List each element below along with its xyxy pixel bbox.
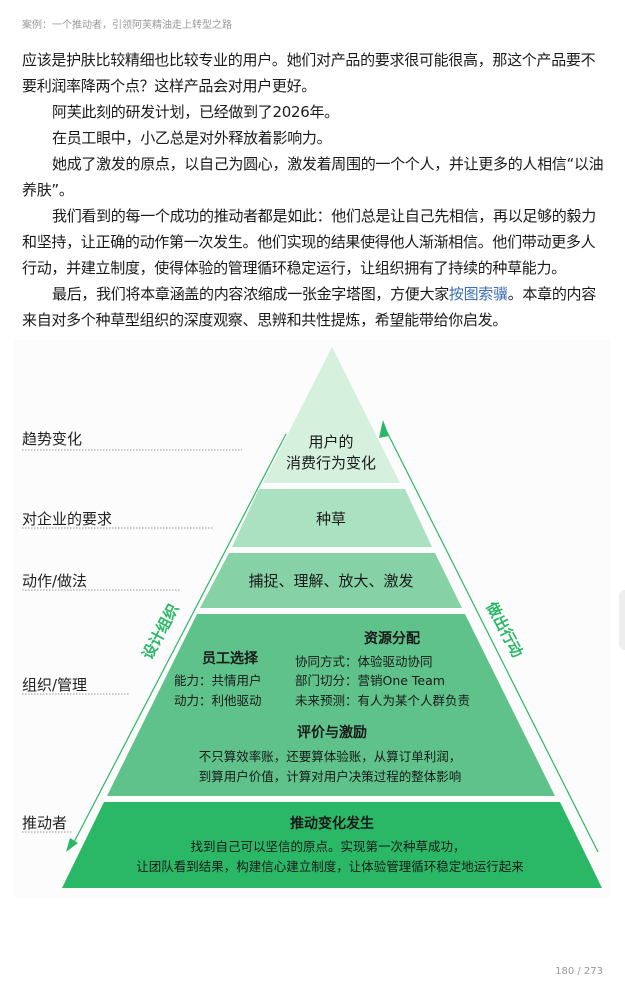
text: 最后，我们将本章涵盖的内容浓缩成一张金字塔图，方便大家: [52, 285, 449, 303]
resource-line: 未来预测：有人为某个人群负责: [295, 693, 470, 708]
employee-line: 动力：利他驱动: [174, 693, 262, 708]
right-arrow-line: [386, 431, 599, 853]
employee-line: 能力：共情用户: [174, 673, 262, 688]
label-action: 动作/做法: [22, 572, 87, 590]
layer1-line1: 用户的: [308, 433, 353, 451]
employee-title: 员工选择: [202, 650, 259, 667]
resource-line: 部门切分：营销One Team: [295, 673, 445, 688]
layer5-line: 找到自己可以坚信的原点。实现第一次种草成功，: [190, 839, 465, 854]
layer-2: [232, 489, 432, 547]
left-labels: 趋势变化 对企业的要求 动作/做法 组织/管理 推动者: [22, 430, 242, 833]
layer-5: [62, 802, 602, 888]
label-driver: 推动者: [22, 814, 67, 832]
eval-title: 评价与激励: [297, 724, 367, 741]
layer-1: [263, 347, 400, 483]
label-organization: 组织/管理: [22, 676, 87, 694]
eval-line: 不只算效率账，还要算体验账，从算订单利润，: [199, 749, 462, 764]
eval-line: 到算用户价值，计算对用户决策过程的整体影响: [199, 769, 462, 784]
text: 。本章的内容来自对多个种草型组织的深度观察、思辨和共性提炼，希望能带给你启发。: [22, 285, 596, 329]
left-arrow-head-icon: [66, 838, 78, 852]
layer5-line: 让团队看到结果，构建信心建立制度，让体验管理循环稳定地运行起来: [136, 859, 524, 874]
label-enterprise: 对企业的要求: [22, 510, 112, 528]
link[interactable]: 按图索骥: [448, 285, 508, 303]
layer-3: [200, 553, 462, 608]
layer1-line2: 消费行为变化: [286, 454, 376, 472]
paragraph: 最后，我们将本章涵盖的内容浓缩成一张金字塔图，方便大家按图索骥。本章的内容来自对…: [22, 281, 608, 333]
paragraph: 在员工眼中，小乙总是对外释放着影响力。: [52, 129, 332, 147]
label-trend: 趋势变化: [22, 430, 82, 448]
right-arrow-head-icon: [379, 420, 389, 438]
layer2-title: 种草: [316, 510, 346, 528]
paragraph: 应该是护肤比较精细也比较专业的用户。她们对产品的要求很可能很高，那这个产品要不要…: [22, 51, 596, 95]
resource-title: 资源分配: [364, 630, 420, 647]
body-text: 应该是护肤比较精细也比较专业的用户。她们对产品的要求很可能很高，那这个产品要不要…: [22, 47, 608, 333]
left-arrow-line: [71, 433, 287, 847]
page-number: 180 / 273: [555, 966, 603, 977]
paragraph: 我们看到的每一个成功的推动者都是如此：他们总是让自己先相信，再以足够的毅力和坚持…: [22, 207, 596, 277]
layer5-title: 推动变化发生: [290, 815, 374, 832]
paragraph: 阿芙此刻的研发计划，已经做到了2026年。: [52, 103, 339, 121]
layer-4: [107, 614, 555, 796]
layer3-title: 捕捉、理解、放大、激发: [248, 572, 413, 590]
resource-line: 协同方式：体验驱动协同: [295, 654, 433, 669]
side-scroll-handle[interactable]: [619, 590, 625, 650]
paragraph: 她成了激发的原点，以自己为圆心，激发着周围的一个个人，并让更多的人相信“以油养肤…: [22, 155, 604, 199]
running-title: 案例：一个推动者，引领阿芙精油走上转型之路: [22, 20, 232, 31]
